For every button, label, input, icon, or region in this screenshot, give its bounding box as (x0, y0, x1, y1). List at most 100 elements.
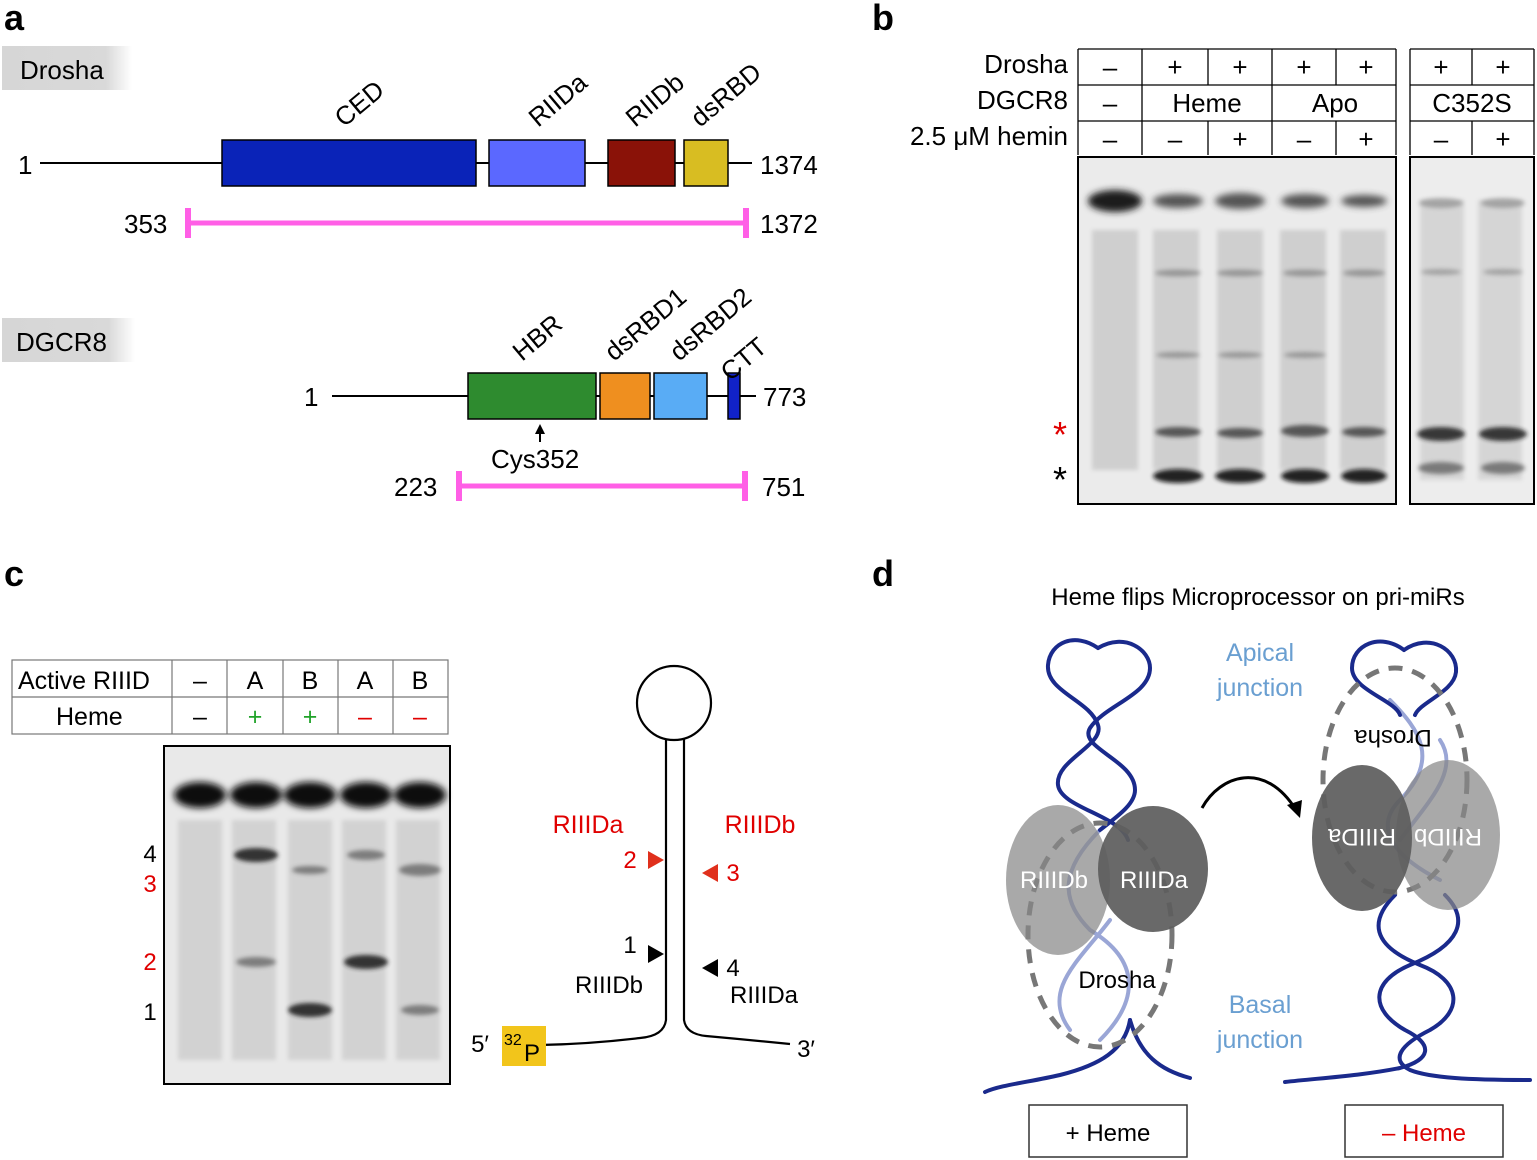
dgcr8-dsrbd1-domain (599, 372, 651, 420)
c-header-active: Active RIIID (18, 667, 150, 695)
panel-a-label: a (4, 0, 25, 38)
b-dgcr8-cell: Heme (1172, 88, 1241, 118)
dgcr8-site-label: Cys352 (491, 444, 579, 474)
drosha-riidb-label: RIIDb (620, 67, 690, 133)
b-drosha-cell: + (1167, 52, 1182, 82)
c-heme-cell: + (248, 703, 263, 731)
drosha-riida-label: RIIDa (523, 67, 594, 133)
drosha-ced-domain (221, 139, 477, 187)
c-heme-cell: – (413, 703, 427, 731)
site-3-arrow-icon (702, 864, 718, 882)
c-active-cell: – (193, 667, 207, 695)
dgcr8-construct-end: 751 (762, 472, 805, 502)
b-gel-image-c352s (1409, 156, 1535, 505)
panel-d-label: d (872, 553, 894, 594)
b-gel-image (1077, 156, 1397, 505)
c-gel-image (163, 745, 451, 1085)
b-drosha-cell: – (1103, 52, 1118, 82)
b-hemin-cell: – (1297, 124, 1312, 154)
drosha-ced-label: CED (329, 74, 390, 132)
b-drosha-cell: + (1358, 52, 1373, 82)
site-2-arrow-icon (648, 851, 664, 869)
b-drosha-cell: + (1232, 52, 1247, 82)
dgcr8-end: 773 (763, 382, 806, 412)
c-site-3: 3 (726, 860, 739, 887)
d-left-rnaseb: RIIIDb (1020, 867, 1088, 894)
drosha-construct-bar (185, 208, 749, 238)
b-row-label-drosha: Drosha (984, 49, 1068, 79)
b-dgcr8-cell: – (1103, 88, 1118, 118)
site-4-arrow-icon (702, 959, 718, 977)
panel-c: c Active RIIID Heme – A B A B – + + – – (4, 553, 815, 1085)
d-right-rnaseb: RIIIDb (1414, 823, 1482, 850)
dgcr8-tag (2, 318, 135, 362)
b-dgcr8-cell: Apo (1312, 88, 1358, 118)
c-site-2: 2 (623, 847, 636, 874)
c-active-cell: A (247, 667, 264, 695)
drosha-end: 1374 (760, 150, 818, 180)
drosha-rnaseb-domain (607, 139, 676, 187)
drosha-start: 1 (18, 150, 32, 180)
d-left-rnaseb-lobe (1006, 805, 1110, 955)
dgcr8-hbr-domain (467, 372, 597, 420)
c-heme-cell: + (303, 703, 318, 731)
c-active-row: – A B A B (193, 667, 428, 695)
c-five-prime: 5′ (471, 1031, 489, 1058)
b-drosha-cell: + (1433, 52, 1448, 82)
b-hemin-cell: – (1103, 124, 1118, 154)
b-drosha-row: – + + + + + + (1103, 52, 1511, 82)
site-1-arrow-icon (648, 945, 664, 963)
c-heme-cell: – (193, 703, 207, 731)
b-dgcr8-cell: C352S (1432, 88, 1512, 118)
d-left-rnasea-lobe (1098, 806, 1208, 932)
c-p32-sup: 32 (504, 1032, 522, 1049)
d-basal-line1: Basal (1229, 991, 1292, 1019)
drosha-construct-start: 353 (124, 209, 167, 239)
d-right-drosha: Drosha (1354, 724, 1432, 751)
c-p32-letter: P (524, 1040, 540, 1067)
b-dgcr8-row: – Heme Apo C352S (1103, 88, 1512, 118)
c-heme-row: – + + – – (193, 703, 427, 731)
b-drosha-cell: + (1296, 52, 1311, 82)
b-hemin-cell: + (1495, 124, 1510, 154)
c-three-prime: 3′ (797, 1036, 815, 1063)
d-right-box-label: – Heme (1382, 1120, 1466, 1147)
panel-c-label: c (4, 553, 24, 594)
d-left-drosha: Drosha (1078, 967, 1156, 994)
c-header-grid (11, 659, 449, 735)
c-site-1-domain: RIIIDb (575, 972, 643, 999)
d-flip-arrow-icon (1200, 776, 1298, 811)
d-apical-line2: junction (1216, 674, 1303, 702)
d-left-box (1028, 1104, 1188, 1158)
b-header-grid (1077, 48, 1535, 155)
panel-b-label: b (872, 0, 894, 38)
c-band-3: 3 (143, 871, 156, 898)
panel-a: a Drosha 1 1374 CED RIIDa RIIDb dsRBD 35… (2, 0, 818, 502)
dgcr8-construct-start: 223 (394, 472, 437, 502)
c-band-1: 1 (143, 999, 156, 1026)
d-left-rnasea: RIIIDa (1120, 867, 1189, 894)
d-apical-line1: Apical (1226, 639, 1294, 667)
d-right-rnasea-lobe (1312, 765, 1412, 911)
d-right-rnasea: RIIIDa (1327, 823, 1396, 850)
panel-b: b Drosha DGCR8 2.5 μM hemin – + (872, 0, 1535, 505)
d-right-rnaseb-lobe (1396, 760, 1500, 910)
c-site-4: 4 (726, 955, 739, 982)
dgcr8-start: 1 (304, 382, 318, 412)
b-red-star: * (1053, 414, 1067, 455)
b-hemin-cell: + (1358, 124, 1373, 154)
p32-label-box (502, 1026, 546, 1066)
drosha-tag (2, 46, 132, 90)
d-flip-arrowhead-icon (1287, 800, 1302, 818)
c-hairpin-diagram (539, 664, 791, 1047)
drosha-dsrbd-label: dsRBD (685, 57, 767, 133)
b-drosha-cell: + (1495, 52, 1510, 82)
d-left-box-label: + Heme (1066, 1120, 1151, 1147)
b-hemin-cell: – (1168, 124, 1183, 154)
dgcr8-construct-bar (456, 471, 748, 501)
c-heme-cell: – (358, 703, 372, 731)
c-band-2: 2 (143, 949, 156, 976)
d-title: Heme flips Microprocessor on pri-miRs (1051, 584, 1464, 611)
c-site-4-domain: RIIIDa (730, 982, 799, 1009)
